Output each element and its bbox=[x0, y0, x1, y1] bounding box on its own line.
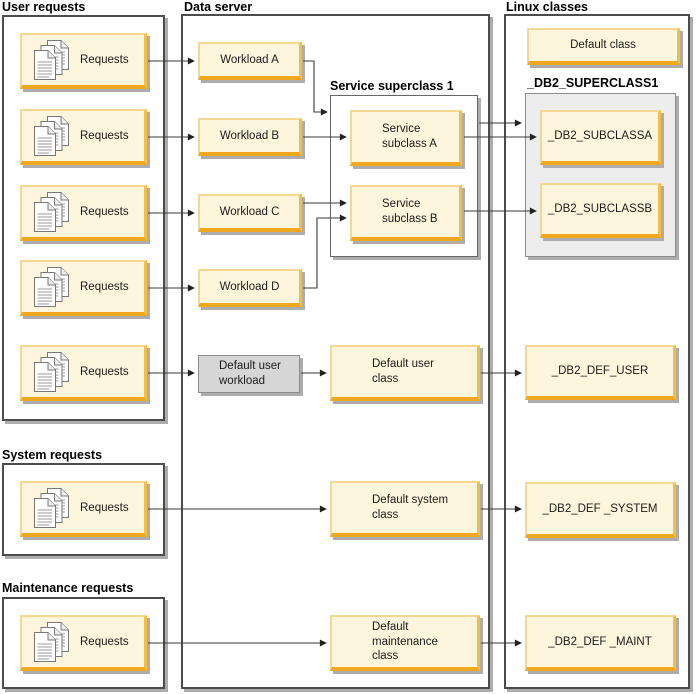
requests-label: Requests bbox=[80, 129, 129, 142]
documents-icon bbox=[34, 267, 70, 308]
box-workload-c: Workload C bbox=[198, 194, 302, 232]
box-requests-4: Requests bbox=[20, 260, 147, 316]
label-db2-superclass1: _DB2_SUPERCLASS1 bbox=[527, 76, 659, 90]
requests-label: Requests bbox=[80, 365, 129, 378]
documents-icon bbox=[34, 488, 70, 529]
box-db2-def-user: _DB2_DEF_USER bbox=[525, 345, 676, 400]
box-requests-2: Requests bbox=[20, 109, 147, 165]
box-workload-b: Workload B bbox=[198, 118, 302, 156]
requests-label: Requests bbox=[80, 501, 129, 514]
label-linux-classes: Linux classes bbox=[506, 0, 588, 14]
box-service-subclass-b: Service subclass B bbox=[350, 185, 462, 241]
box-default-user-class: Default user class bbox=[330, 345, 480, 401]
documents-icon bbox=[34, 622, 70, 663]
requests-label: Requests bbox=[80, 205, 129, 218]
label-maintenance-requests: Maintenance requests bbox=[2, 581, 134, 595]
requests-label: Requests bbox=[80, 280, 129, 293]
box-db2-def-system: _DB2_DEF _SYSTEM bbox=[525, 482, 676, 538]
box-service-subclass-a: Service subclass A bbox=[350, 110, 462, 166]
documents-icon bbox=[34, 352, 70, 393]
box-requests-system: Requests bbox=[20, 481, 147, 537]
documents-icon bbox=[34, 116, 70, 157]
box-db2-subclassb: _DB2_SUBCLASSB bbox=[540, 183, 661, 238]
box-requests-5: Requests bbox=[20, 345, 147, 401]
box-db2-def-maint: _DB2_DEF _MAINT bbox=[525, 615, 676, 671]
documents-icon bbox=[34, 40, 70, 81]
label-system-requests: System requests bbox=[2, 448, 103, 462]
box-workload-a: Workload A bbox=[198, 42, 302, 80]
label-service-superclass1: Service superclass 1 bbox=[330, 79, 454, 93]
documents-icon bbox=[34, 192, 70, 233]
label-data-server: Data server bbox=[184, 0, 253, 14]
box-default-maintenance-class: Default maintenance class bbox=[330, 615, 480, 671]
box-default-system-class: Default system class bbox=[330, 481, 480, 537]
box-requests-1: Requests bbox=[20, 33, 147, 89]
box-requests-3: Requests bbox=[20, 185, 147, 241]
box-requests-maintenance: Requests bbox=[20, 615, 147, 671]
requests-label: Requests bbox=[80, 53, 129, 66]
box-default-user-workload: Default user workload bbox=[198, 355, 300, 393]
label-user-requests: User requests bbox=[2, 0, 86, 14]
box-default-class: Default class bbox=[527, 28, 680, 65]
box-workload-d: Workload D bbox=[198, 269, 302, 307]
box-db2-subclassa: _DB2_SUBCLASSA bbox=[540, 110, 661, 165]
requests-label: Requests bbox=[80, 635, 129, 648]
